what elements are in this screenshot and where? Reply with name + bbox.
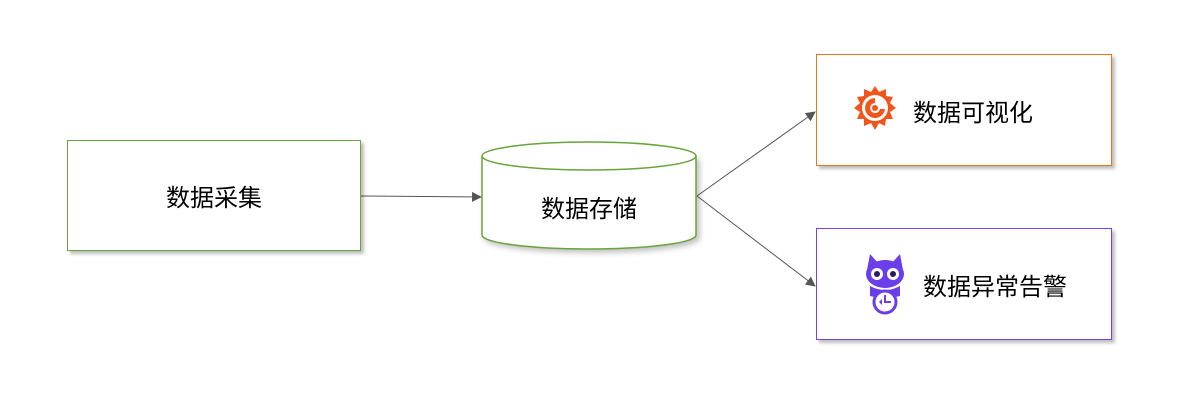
node-data-anomaly-alert-label: 数据异常告警 xyxy=(923,272,1067,301)
node-data-collection-label: 数据采集 xyxy=(166,184,262,212)
node-data-storage-label: 数据存储 xyxy=(541,194,637,223)
node-data-collection: 数据采集 xyxy=(67,140,361,251)
node-data-visualization: 数据可视化 xyxy=(816,54,1112,166)
grafana-logo-icon xyxy=(847,78,903,142)
alert-cat-icon xyxy=(857,252,913,316)
storage-cylinder xyxy=(481,141,697,250)
node-data-visualization-label: 数据可视化 xyxy=(913,98,1033,127)
edge-storage-to-alert xyxy=(696,195,816,287)
edge-collect-to-storage xyxy=(360,191,482,202)
edge-storage-to-visual xyxy=(696,111,816,197)
node-data-storage: 数据存储 xyxy=(482,176,696,236)
node-data-anomaly-alert: 数据异常告警 xyxy=(816,228,1112,340)
